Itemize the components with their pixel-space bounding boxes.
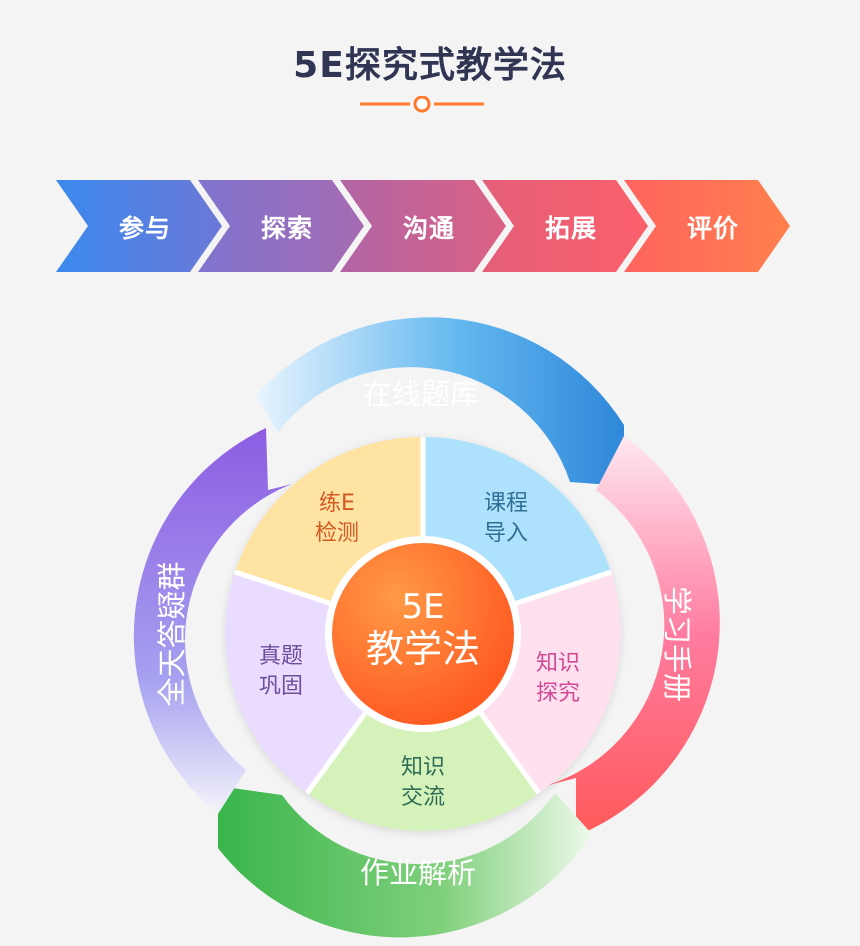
segment-label-line2: 探究: [536, 681, 580, 706]
step-evaluate: 评价: [624, 180, 790, 272]
center-circle: [332, 543, 514, 725]
center-label-line2: 教学法: [366, 627, 480, 671]
five-e-circle-diagram: 在线题库 学习手册 作业解析 全天答疑群 课程 导入: [133, 317, 720, 938]
step-explore: 探索: [198, 180, 364, 272]
step-label: 拓展: [544, 214, 597, 243]
step-label: 评价: [686, 214, 739, 243]
center-label-line1: 5E: [401, 587, 444, 627]
segment-label-line2: 巩固: [259, 674, 303, 699]
segment-label-line1: 知识: [536, 651, 580, 676]
step-label: 参与: [118, 214, 171, 243]
segment-label-line1: 课程: [484, 491, 528, 516]
homework-analysis-arc: [218, 786, 592, 938]
segment-label-line2: 检测: [315, 521, 359, 546]
five-e-step-bar: 参与 探索 沟通 拓展 评价: [56, 180, 790, 272]
segment-label-line1: 真题: [259, 644, 303, 669]
step-participate: 参与: [56, 180, 222, 272]
segment-label-line2: 交流: [401, 785, 445, 810]
online-question-bank-arc: [256, 317, 624, 486]
outer-ring: 在线题库 学习手册 作业解析 全天答疑群: [133, 317, 720, 938]
page-title: 5E探究式教学法: [293, 45, 567, 86]
step-label: 沟通: [402, 214, 455, 243]
learning-manual-arc: [545, 436, 720, 836]
inner-ring: [225, 436, 621, 831]
all-day-qa-group-arc: [133, 428, 292, 814]
outer-label-learning-manual: 学习手册: [660, 586, 694, 702]
segment-label-line2: 导入: [484, 521, 528, 546]
outer-label-all-day-qa-group: 全天答疑群: [155, 561, 189, 706]
outer-label-homework-analysis: 作业解析: [360, 856, 476, 890]
segment-label-line1: 知识: [401, 755, 445, 780]
outer-label-online-question-bank: 在线题库: [363, 377, 479, 411]
step-label: 探索: [260, 214, 313, 243]
center-label: 5E 教学法: [366, 587, 480, 671]
step-communicate: 沟通: [340, 180, 506, 272]
step-extend: 拓展: [482, 180, 648, 272]
inner-segment-labels: 课程 导入 知识 探究 知识 交流 真题 巩固 练E 检测: [259, 491, 580, 810]
segment-knowledge-exchange: [307, 634, 539, 831]
segment-label-line1: 练E: [319, 491, 355, 516]
title-divider: [360, 96, 484, 113]
